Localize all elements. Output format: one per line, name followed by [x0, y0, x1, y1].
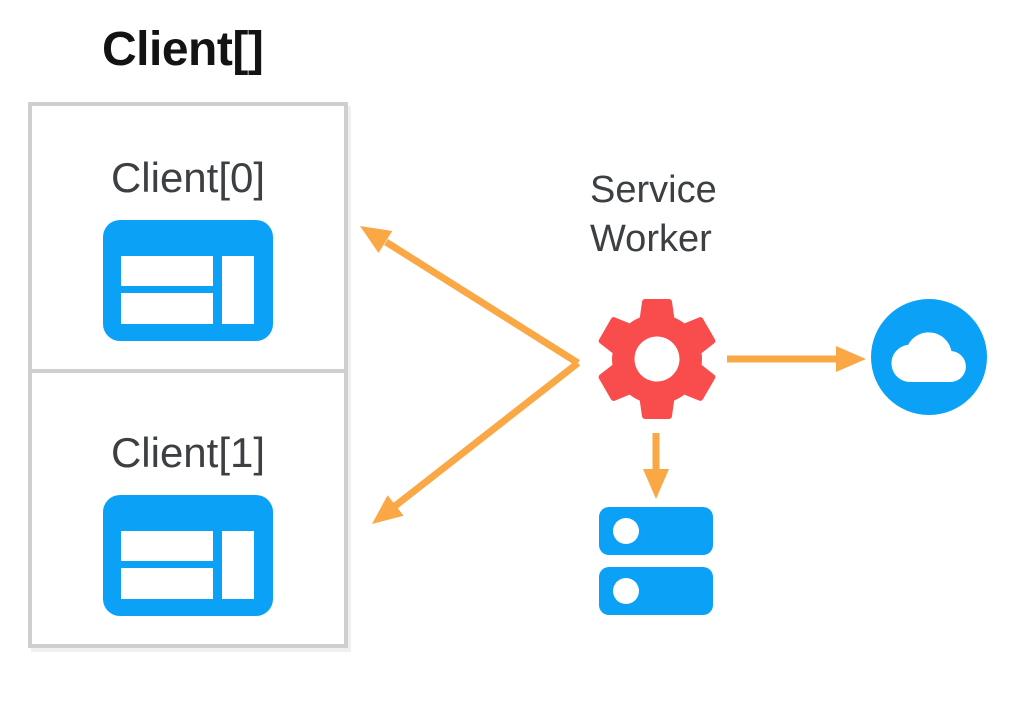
gear-icon — [598, 299, 716, 419]
client-array-box: Client[0] Client[1] — [28, 102, 348, 648]
browser-window-icon — [103, 220, 273, 342]
service-worker-label-line1: Service — [590, 169, 717, 211]
arrow-to-storage — [643, 433, 669, 499]
service-worker-label: Service Worker — [590, 166, 717, 264]
service-worker-label-line2: Worker — [590, 218, 712, 260]
arrow-to-network — [727, 346, 866, 372]
client-1-section: Client[1] — [32, 373, 344, 644]
browser-window-icon — [103, 495, 273, 617]
client-0-label: Client[0] — [110, 154, 266, 201]
arrow-to-client-0 — [360, 226, 580, 366]
diagram-title: Client[] — [102, 23, 264, 76]
client-box-divider — [32, 369, 344, 373]
cloud-icon — [871, 299, 987, 415]
client-1-label: Client[1] — [110, 429, 266, 476]
client-0-section: Client[0] — [32, 106, 344, 369]
arrow-to-client-1 — [372, 360, 581, 524]
database-icon — [599, 507, 713, 615]
